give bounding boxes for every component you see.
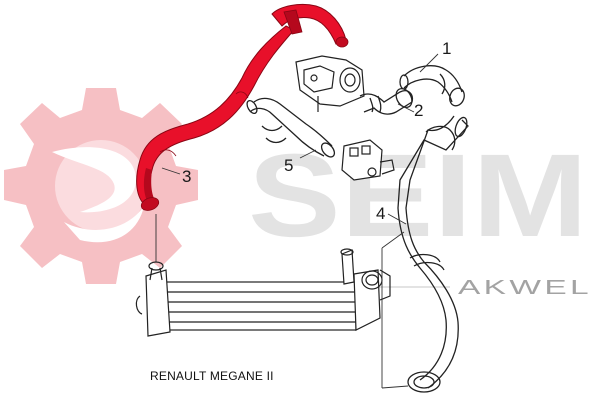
logo-akwel-text: AKWEL (458, 277, 592, 299)
logo-swoosh-icon (52, 147, 137, 213)
hose-part-1 (399, 65, 465, 107)
red-hose-shade (143, 168, 156, 206)
callout-4: 4 (376, 204, 385, 223)
hose-part-3-highlighted (136, 3, 349, 211)
callout-5: 5 (284, 156, 293, 175)
housing-assembly (295, 55, 365, 112)
logo-wordmark: SEIM (248, 130, 588, 262)
callout-1: 1 (442, 39, 451, 58)
hose-part-2 (359, 88, 414, 115)
hose-part-4 (397, 115, 469, 393)
valve-block (341, 139, 395, 181)
intercooler (135, 248, 391, 337)
callout-2: 2 (414, 101, 423, 120)
seim-logo-watermark: SEIM AKWEL (4, 88, 592, 299)
vehicle-caption: RENAULT MEGANE II (150, 369, 274, 383)
logo-swoosh-lower-icon (64, 206, 144, 243)
leader-lines (155, 53, 439, 389)
hose-part-5 (246, 97, 336, 158)
callout-3: 3 (182, 167, 191, 186)
